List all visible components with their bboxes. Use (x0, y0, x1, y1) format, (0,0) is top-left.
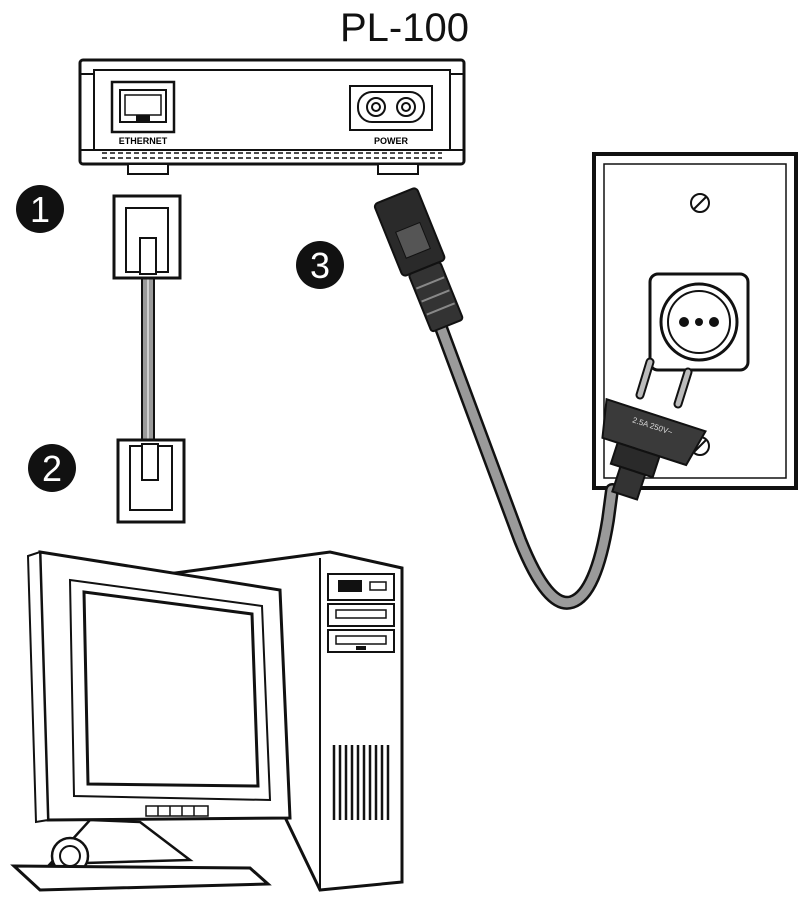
rj45-connector-bottom (116, 438, 186, 524)
device-title: PL-100 (340, 6, 469, 50)
ethernet-port[interactable] (110, 80, 176, 134)
screw-icon (690, 193, 710, 213)
step-1-number: 1 (30, 189, 50, 230)
power-cable: 2.5A 250V~ (373, 187, 707, 610)
computer (10, 550, 404, 892)
pl-100-device: ETHERNET POWER (78, 58, 466, 175)
step-badge-1: 1 (16, 185, 64, 233)
ethernet-label: ETHERNET (119, 136, 168, 146)
step-2-number: 2 (42, 448, 62, 489)
step-3-number: 3 (310, 245, 330, 286)
step-badge-2: 2 (28, 444, 76, 492)
vent-grille (332, 745, 390, 820)
pc-monitor (10, 550, 292, 892)
rj45-connector-top (112, 194, 182, 280)
socket[interactable] (648, 272, 750, 372)
power-port[interactable] (349, 85, 433, 131)
iec-connector (373, 187, 464, 333)
step-badge-3: 3 (296, 241, 344, 289)
monitor-buttons (145, 805, 209, 817)
power-label: POWER (374, 136, 409, 146)
drive-bay (327, 603, 395, 627)
ethernet-cable (112, 194, 186, 524)
drive-bay (327, 573, 395, 601)
drive-bay (327, 629, 395, 653)
wall-plug: 2.5A 250V~ (601, 357, 707, 501)
